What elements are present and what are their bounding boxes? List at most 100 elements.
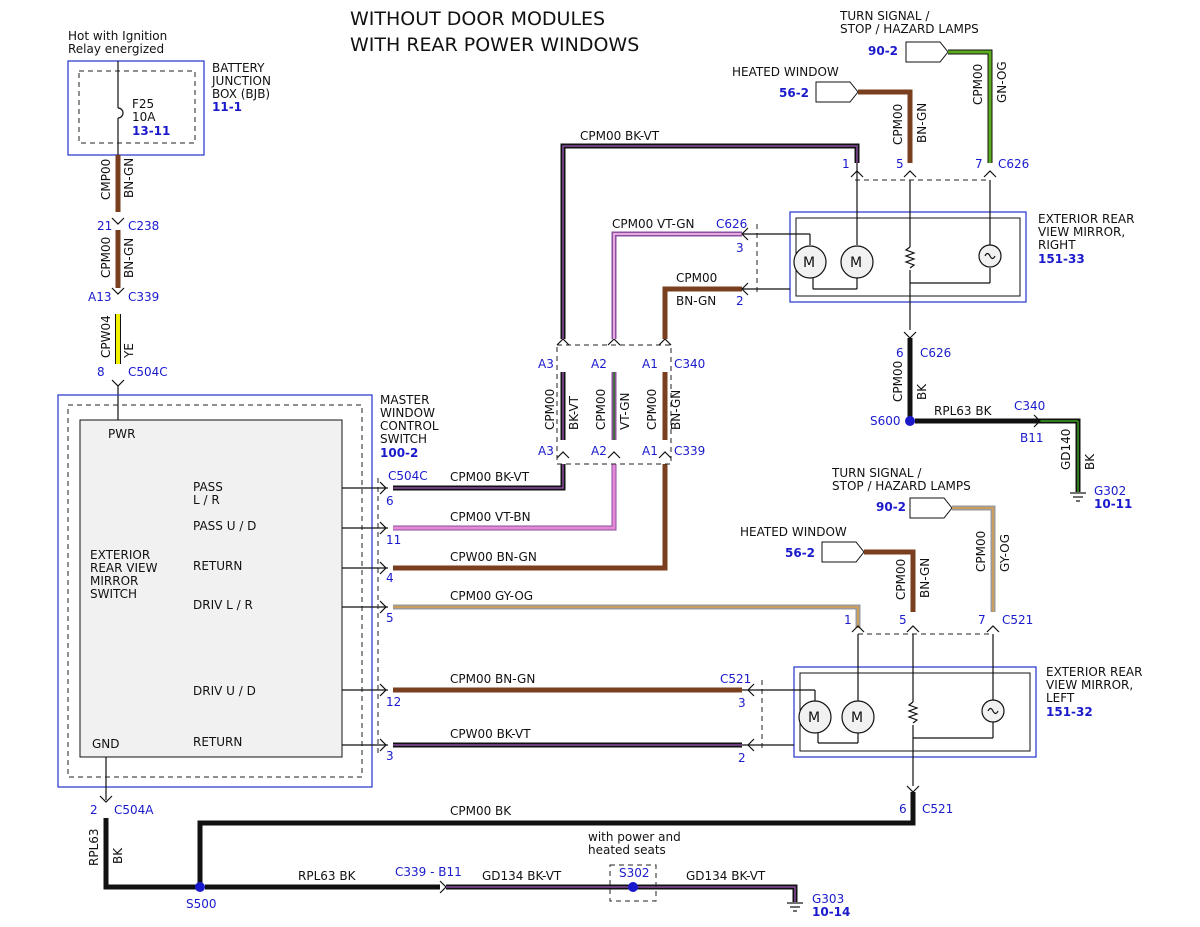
motor-icon	[793, 245, 827, 279]
right-mirror-ref[interactable]: 151-33	[1038, 252, 1085, 266]
pin-a1-c340: A1	[642, 357, 658, 371]
heated-window-left-arrow-icon	[821, 541, 865, 563]
heated-window-left-ref[interactable]: 56-2	[785, 546, 815, 560]
master-switch-box	[57, 394, 373, 788]
connector-c340-right[interactable]: C340	[1014, 399, 1045, 413]
pin-2-c504a: 2	[90, 803, 98, 817]
ground-g302[interactable]: G302	[1094, 484, 1126, 498]
connector-c340[interactable]: C340	[674, 357, 705, 371]
wire-vt-gn-top-stripe	[613, 233, 742, 339]
left-mirror-name-2: VIEW MIRROR,	[1046, 678, 1133, 692]
wire-gd134	[446, 884, 798, 902]
heater-icon	[907, 701, 919, 724]
bjb-box	[67, 60, 205, 156]
heated-window: HEATED WINDOW	[732, 65, 839, 79]
label-cpm00-heat-left: CPM00	[894, 559, 908, 600]
wire-bk-vt-1-stripe	[393, 464, 564, 489]
ground-g302-ref[interactable]: 10-11	[1094, 497, 1132, 511]
label-rpl63-bk: RPL63 BK	[934, 404, 993, 418]
left-mirror-box	[793, 666, 1037, 758]
wire-label-bn-gn: BN-GN	[122, 158, 136, 198]
wire-label-cpm00-vt-bn: CPM00 VT-BN	[450, 510, 531, 524]
pin-7-c521: 7	[978, 613, 986, 627]
left-mirror-name-1: EXTERIOR REAR	[1046, 665, 1142, 679]
driv-lr: DRIV L / R	[193, 598, 253, 612]
connector-arrow	[439, 880, 447, 894]
turn-signal-1: TURN SIGNAL /	[839, 9, 930, 23]
label-bk-rpl63: BK	[111, 847, 125, 864]
connector-c504c-top[interactable]: C504C	[128, 365, 168, 379]
left-mirror-name-3: LEFT	[1046, 691, 1075, 705]
wire-bk-vt-top	[560, 143, 860, 339]
label-rpl63: RPL63	[87, 828, 101, 866]
pin-5: 5	[386, 611, 394, 625]
connector-c504c[interactable]: C504C	[388, 469, 428, 483]
left-mirror-internal	[742, 634, 994, 786]
splice-s600-label[interactable]: S600	[870, 414, 901, 428]
master-name-1: MASTER	[380, 393, 429, 407]
pin-11: 11	[386, 533, 401, 547]
master-name-2: WINDOW	[380, 406, 435, 420]
connector-c626-bottom[interactable]: C626	[920, 346, 951, 360]
splice-s600	[905, 416, 915, 426]
connector-c626-side[interactable]: C626	[716, 217, 747, 231]
pin-2-left: 2	[738, 751, 746, 765]
fuse-name: F25	[132, 97, 154, 111]
pin-a3-c340: A3	[538, 357, 554, 371]
connector-arrow	[111, 217, 125, 225]
wire-label-cpw00-bn-gn: CPW00 BN-GN	[450, 550, 537, 564]
wire-label-cpm00-bn-gn: CPM00 BN-GN	[450, 672, 535, 686]
heated-window-ref[interactable]: 56-2	[779, 86, 809, 100]
wire-vt-bn-fill	[393, 464, 616, 530]
motor-label: M	[808, 710, 820, 726]
connector-c626-top[interactable]: C626	[998, 157, 1029, 171]
connector-c339-b11[interactable]: C339 - B11	[395, 865, 462, 879]
turn-signal-left-ref[interactable]: 90-2	[876, 500, 906, 514]
splice-s302-label[interactable]: S302	[619, 866, 650, 880]
label-gy-og-left: GY-OG	[998, 534, 1012, 572]
right-mirror-name-2: VIEW MIRROR,	[1038, 225, 1125, 239]
pin-21: 21	[97, 219, 112, 233]
connector-c238[interactable]: C238	[128, 219, 159, 233]
master-ref[interactable]: 100-2	[380, 446, 418, 460]
connector-c521-side[interactable]: C521	[720, 672, 751, 686]
fuse-ref[interactable]: 13-11	[132, 124, 170, 138]
left-mirror-ref[interactable]: 151-32	[1046, 705, 1093, 719]
pin-5-c626: 5	[896, 157, 904, 171]
connector-c521-top[interactable]: C521	[1002, 613, 1033, 627]
ground-g303[interactable]: G303	[812, 892, 844, 906]
switch-name-3: MIRROR	[90, 574, 138, 588]
pin-6: 6	[386, 494, 394, 508]
splice-s500-label[interactable]: S500	[186, 897, 217, 911]
connector-c504a[interactable]: C504A	[114, 803, 154, 817]
wire-label-cpm00-bk-vt-top: CPM00 BK-VT	[580, 129, 660, 143]
pass-lr-2: L / R	[193, 493, 220, 507]
connector-b11[interactable]: B11	[1020, 431, 1044, 445]
master-name-4: SWITCH	[380, 432, 427, 446]
label-cpm00-bk: CPM00 BK	[450, 804, 512, 818]
label-bn-gn-heat: BN-GN	[915, 103, 929, 143]
bjb-ref[interactable]: 11-1	[212, 100, 242, 114]
driv-ud: DRIV U / D	[193, 684, 256, 698]
return-1: RETURN	[193, 559, 242, 573]
turn-signal-ref[interactable]: 90-2	[868, 44, 898, 58]
left-mirror-arrows	[747, 625, 1000, 793]
ground-g303-ref[interactable]: 10-14	[812, 905, 850, 919]
motor-label: M	[850, 255, 862, 271]
lamp-filament	[987, 707, 999, 715]
connector-c521-bottom[interactable]: C521	[922, 802, 953, 816]
wire-label-cpw04: CPW04	[99, 315, 113, 358]
lamp-filament	[984, 252, 996, 260]
ground-icon	[787, 902, 803, 912]
bjb-hot-line-2: Relay energized	[68, 42, 164, 56]
seats-note-2: heated seats	[588, 843, 666, 857]
wire-cpm00-bk-ground	[197, 792, 916, 887]
wire-gy-og	[393, 604, 861, 628]
splice-s302	[628, 882, 638, 892]
connector-c339-mid[interactable]: C339	[674, 444, 705, 458]
c340-c339-dash	[556, 344, 672, 465]
connector-c339[interactable]: C339	[128, 290, 159, 304]
return-2: RETURN	[193, 735, 242, 749]
pin-a3-c339: A3	[538, 444, 554, 458]
bjb-name-2: JUNCTION	[211, 74, 271, 88]
